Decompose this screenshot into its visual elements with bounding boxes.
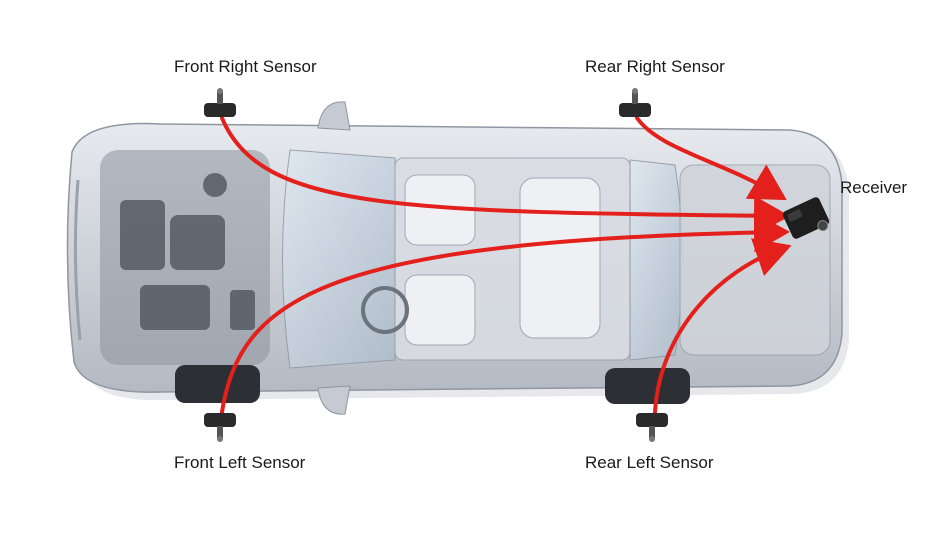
rear-left-sensor-label: Rear Left Sensor [585,453,714,472]
signal-arrows [220,116,792,414]
seats [404,174,601,346]
front-left-sensor-label: Front Left Sensor [174,453,306,472]
arrow-rear-left [653,238,792,414]
rear-right-sensor-label: Rear Right Sensor [585,57,725,76]
arrow-front-left [220,212,790,414]
tire-pressure-sensor-icon [636,413,668,442]
front-right-sensor-label: Front Right Sensor [174,57,317,76]
wheels [175,365,690,404]
receiver-module-icon [782,197,830,239]
receiver-label: Receiver [840,178,908,197]
steering-wheel [361,286,409,334]
tire-pressure-sensor-icon [204,413,236,442]
tire-pressure-sensor-icon [619,88,651,117]
tire-pressure-sensor-icon [204,88,236,117]
engine-block [120,173,255,330]
car-body [66,101,843,415]
arrow-rear-right [635,116,787,201]
arrow-front-right [220,116,790,236]
